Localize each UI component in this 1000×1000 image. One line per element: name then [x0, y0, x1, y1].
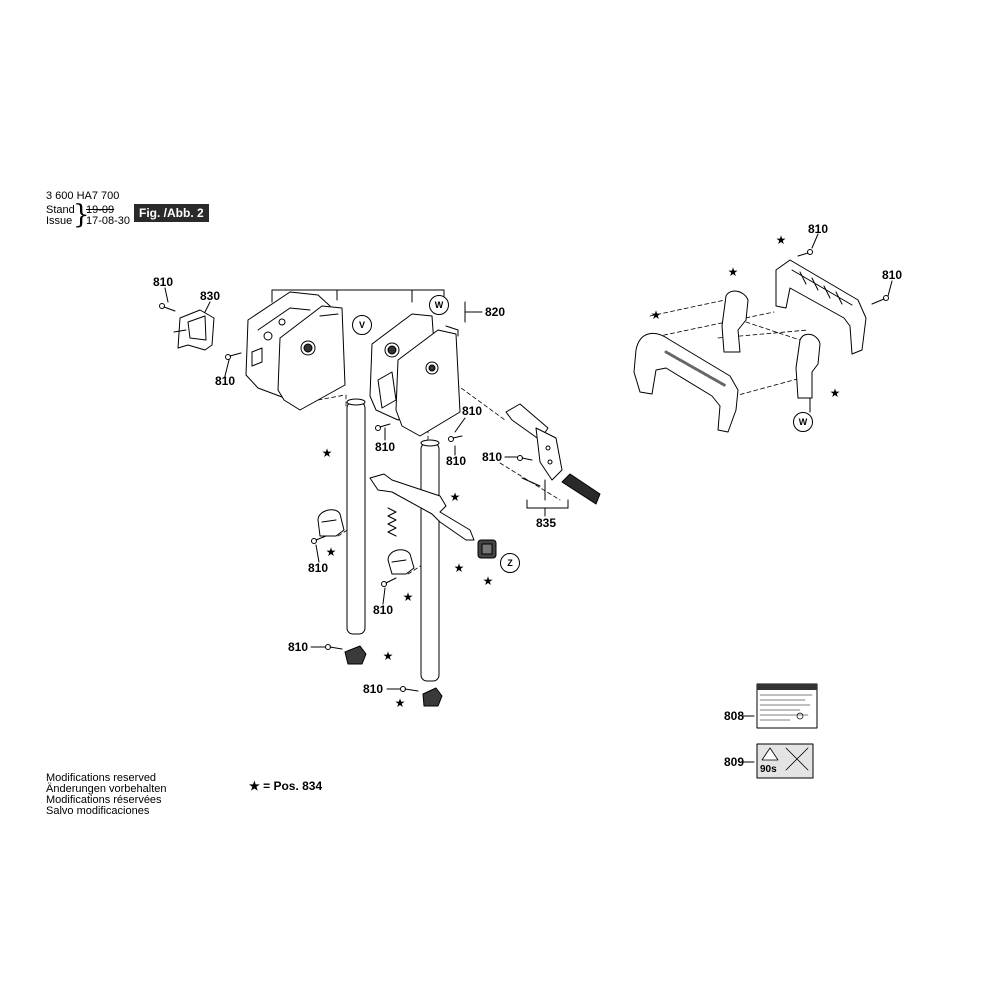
note-line-en: Modifications reserved [46, 772, 157, 784]
star-marker: ★ [453, 561, 465, 575]
callout-810: 810 [807, 222, 829, 236]
callout-810: 810 [445, 454, 467, 468]
star-marker: ★ [829, 386, 841, 400]
marker-w: W [793, 412, 813, 432]
callout-810: 810 [481, 450, 503, 464]
callout-809: 809 [723, 755, 745, 769]
marker-z: Z [500, 553, 520, 573]
stand-date: 19-09 [86, 204, 115, 216]
star-marker: ★ [394, 696, 406, 710]
callout-808: 808 [723, 709, 745, 723]
callout-830: 830 [199, 289, 221, 303]
legend-star: ★ [249, 779, 260, 793]
star-marker: ★ [650, 308, 662, 322]
note-line-de: Änderungen vorbehalten [46, 783, 167, 795]
callout-810: 810 [881, 268, 903, 282]
star-marker: ★ [325, 545, 337, 559]
issue-label: Issue [46, 215, 73, 227]
figure-badge: Fig. /Abb. 2 [134, 204, 209, 222]
callout-820: 820 [484, 305, 506, 319]
callout-835: 835 [535, 516, 557, 530]
legend-text: = Pos. 834 [263, 779, 323, 793]
star-marker: ★ [402, 590, 414, 604]
callout-810: 810 [374, 440, 396, 454]
note-line-fr: Modifications réservées [46, 794, 162, 806]
star-marker: ★ [449, 490, 461, 504]
callout-810: 810 [362, 682, 384, 696]
legend: ★ = Pos. 834 [249, 780, 322, 792]
marker-w: W [429, 295, 449, 315]
callout-810: 810 [461, 404, 483, 418]
callout-810: 810 [152, 275, 174, 289]
marker-v: V [352, 315, 372, 335]
callout-810: 810 [307, 561, 329, 575]
issue-date: 17-08-30 [86, 215, 131, 227]
callout-810: 810 [287, 640, 309, 654]
star-marker: ★ [382, 649, 394, 663]
callout-810: 810 [214, 374, 236, 388]
label-809-time: 90s [760, 764, 777, 775]
star-marker: ★ [321, 446, 333, 460]
star-marker: ★ [775, 233, 787, 247]
note-line-es: Salvo modificaciones [46, 805, 150, 817]
callout-810: 810 [372, 603, 394, 617]
star-marker: ★ [727, 265, 739, 279]
stand-label: Stand [46, 204, 75, 216]
star-marker: ★ [482, 574, 494, 588]
part-number: 3 600 HA7 700 [46, 190, 120, 202]
brace-glyph: } [73, 200, 90, 230]
